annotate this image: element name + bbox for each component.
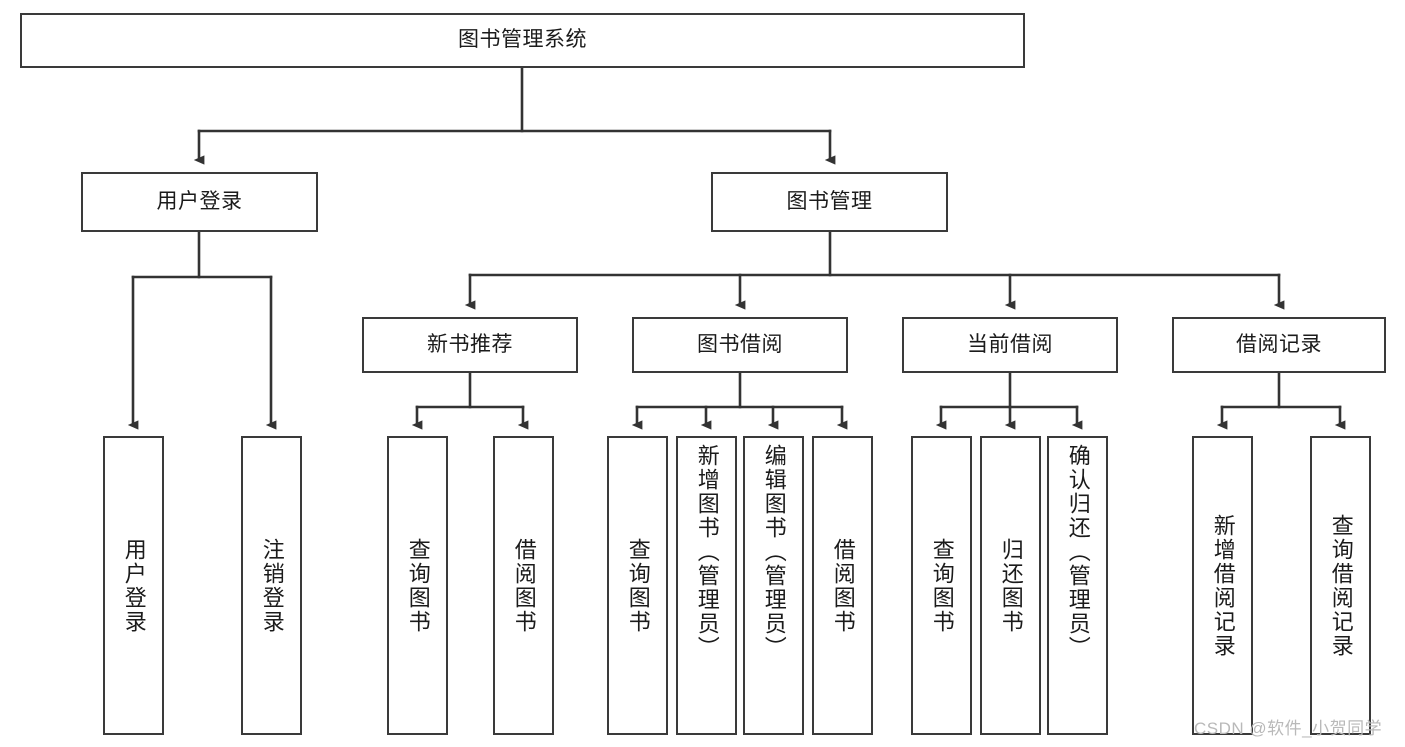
leaf-user-login-label: 用户登录 bbox=[121, 537, 147, 634]
leaf-query-book-2[interactable]: 查询图书 bbox=[607, 436, 668, 735]
leaf-query-book-1[interactable]: 查询图书 bbox=[387, 436, 448, 735]
leaf-borrow-book-2[interactable]: 借阅图书 bbox=[812, 436, 873, 735]
leaf-query-book-3-label: 查询图书 bbox=[929, 537, 955, 634]
csdn-watermark: CSDN @软件_小贺同学 bbox=[1194, 719, 1383, 738]
leaf-add-record-label: 新增借阅记录 bbox=[1210, 513, 1236, 658]
leaf-query-record[interactable]: 查询借阅记录 bbox=[1310, 436, 1371, 735]
leaf-logout[interactable]: 注销登录 bbox=[241, 436, 302, 735]
node-user-login-label: 用户登录 bbox=[156, 189, 243, 213]
leaf-return-book[interactable]: 归还图书 bbox=[980, 436, 1041, 735]
node-new-book-recommend-label: 新书推荐 bbox=[427, 332, 513, 356]
node-root-label: 图书管理系统 bbox=[458, 28, 587, 52]
leaf-confirm-return[interactable]: 确认归还（管理员） bbox=[1047, 436, 1108, 735]
node-borrow-record[interactable]: 借阅记录 bbox=[1172, 317, 1386, 373]
leaf-user-login[interactable]: 用户登录 bbox=[103, 436, 164, 735]
leaf-borrow-book-1[interactable]: 借阅图书 bbox=[493, 436, 554, 735]
leaf-query-book-2-label: 查询图书 bbox=[625, 537, 651, 634]
node-book-borrow-label: 图书借阅 bbox=[697, 332, 783, 356]
leaf-query-book-3[interactable]: 查询图书 bbox=[911, 436, 972, 735]
node-book-manage-label: 图书管理 bbox=[786, 189, 873, 213]
leaf-edit-book-label: 编辑图书（管理员） bbox=[761, 444, 787, 660]
node-current-borrow-label: 当前借阅 bbox=[967, 332, 1053, 356]
node-book-manage[interactable]: 图书管理 bbox=[711, 172, 948, 232]
node-new-book-recommend[interactable]: 新书推荐 bbox=[362, 317, 578, 373]
leaf-add-book[interactable]: 新增图书（管理员） bbox=[676, 436, 737, 735]
leaf-query-record-label: 查询借阅记录 bbox=[1328, 513, 1354, 658]
leaf-borrow-book-2-label: 借阅图书 bbox=[830, 537, 856, 634]
leaf-borrow-book-1-label: 借阅图书 bbox=[511, 537, 537, 634]
leaf-add-book-label: 新增图书（管理员） bbox=[694, 444, 720, 660]
leaf-confirm-return-label: 确认归还（管理员） bbox=[1065, 444, 1091, 660]
leaf-query-book-1-label: 查询图书 bbox=[405, 537, 431, 634]
node-borrow-record-label: 借阅记录 bbox=[1236, 332, 1322, 356]
leaf-return-book-label: 归还图书 bbox=[998, 537, 1024, 634]
leaf-edit-book[interactable]: 编辑图书（管理员） bbox=[743, 436, 804, 735]
leaf-logout-label: 注销登录 bbox=[259, 537, 285, 634]
node-book-borrow[interactable]: 图书借阅 bbox=[632, 317, 848, 373]
node-current-borrow[interactable]: 当前借阅 bbox=[902, 317, 1118, 373]
node-user-login[interactable]: 用户登录 bbox=[81, 172, 318, 232]
node-root[interactable]: 图书管理系统 bbox=[20, 13, 1025, 68]
leaf-add-record[interactable]: 新增借阅记录 bbox=[1192, 436, 1253, 735]
